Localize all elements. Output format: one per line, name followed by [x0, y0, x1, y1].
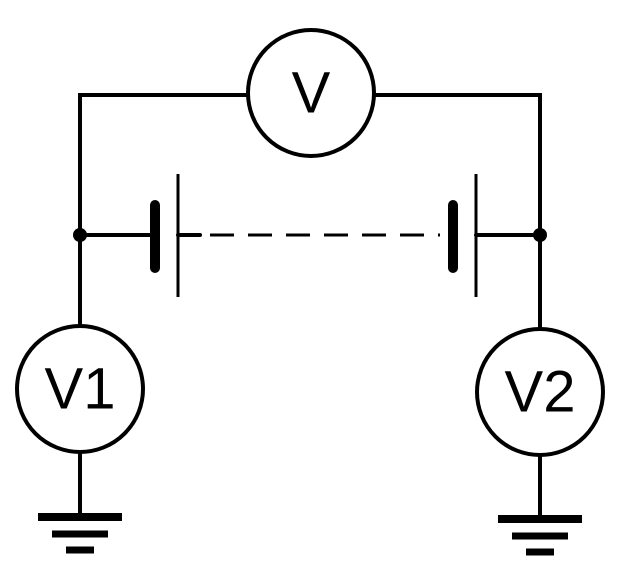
voltmeter-v2: V2: [475, 327, 605, 457]
right-ground-icon: [498, 515, 582, 556]
voltmeter-v: V: [246, 28, 376, 158]
top-right-wire: [373, 93, 542, 237]
voltmeter-v1-label: V1: [45, 357, 116, 422]
top-left-wire: [78, 93, 250, 237]
voltmeter-v1: V1: [15, 324, 145, 454]
left-ground-icon: [38, 513, 122, 554]
voltmeter-v-label: V: [292, 61, 331, 126]
voltmeter-v2-label: V2: [505, 360, 576, 425]
voltmeter-v-circle: [246, 28, 376, 158]
